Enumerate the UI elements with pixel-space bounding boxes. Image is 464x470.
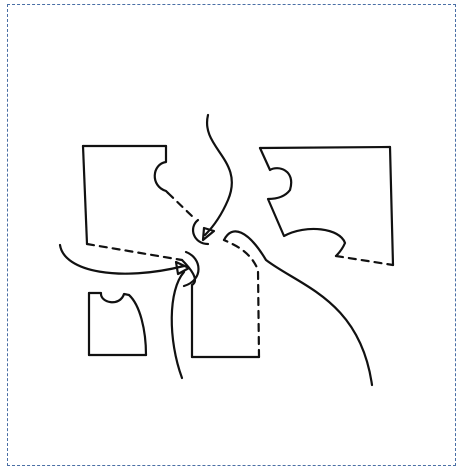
puzzle-piece-bottom-left: [89, 293, 146, 355]
arrow-lower: [60, 245, 199, 378]
arrow-upper: [193, 115, 232, 244]
puzzle-piece-top-left: [83, 146, 194, 260]
puzzle-piece-top-right: [260, 147, 393, 265]
